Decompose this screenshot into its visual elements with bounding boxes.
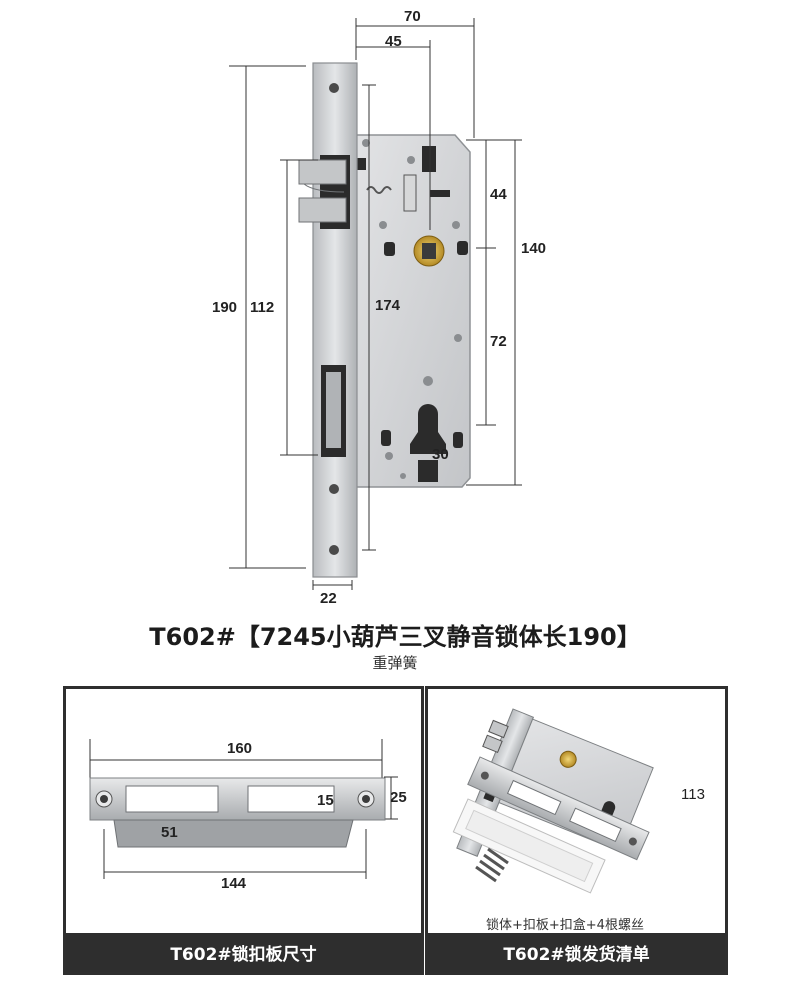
strike-plate-panel: 160 144 25 15 51 T602#锁扣板尺寸 <box>63 686 424 975</box>
dim-slot-width: 51 <box>161 824 178 841</box>
strike-plate <box>89 777 386 848</box>
package-screws <box>475 847 509 883</box>
package-contents: 锁体+扣板+扣盒+4根螺丝 <box>486 918 644 933</box>
dim-width-total: 70 <box>404 8 421 25</box>
dim-strike-length: 160 <box>227 740 253 757</box>
dim-strike-width: 25 <box>390 789 407 806</box>
lock-faceplate <box>312 62 358 578</box>
dim-faceplate-length: 190 <box>212 299 238 316</box>
dim-knob-to-cylinder: 72 <box>490 333 507 350</box>
lock-case <box>355 134 471 488</box>
strike-plate-diagram <box>89 739 398 879</box>
package-footer: T602#锁发货清单 <box>428 933 725 972</box>
product-title: T602#【7245小葫芦三叉静音锁体长190】 <box>149 623 641 651</box>
dim-case-height: 140 <box>521 240 547 257</box>
package-lock-label: 113 <box>681 786 705 803</box>
dim-latch-to-deadbolt: 112 <box>250 299 275 316</box>
dim-knob-from-top: 44 <box>490 186 507 203</box>
product-subtitle: 重弹簧 <box>372 654 418 672</box>
dim-case-length: 174 <box>375 297 401 314</box>
package-illustration <box>452 708 654 894</box>
latch-bolt <box>298 159 347 223</box>
dim-slot-height: 15 <box>317 792 334 809</box>
strike-plate-footer: T602#锁扣板尺寸 <box>66 933 421 972</box>
package-strike-plate <box>467 756 650 861</box>
package-strike-box <box>452 798 606 894</box>
dim-cylinder: 30 <box>432 446 449 463</box>
dim-backset: 45 <box>385 33 402 50</box>
package-panel: 113 锁体+扣板+扣盒+4根螺丝 T602#锁发货清单 <box>425 686 728 975</box>
dim-faceplate-width: 22 <box>320 590 337 607</box>
dimension-lines <box>229 18 522 590</box>
dim-hole-spacing: 144 <box>221 875 247 892</box>
